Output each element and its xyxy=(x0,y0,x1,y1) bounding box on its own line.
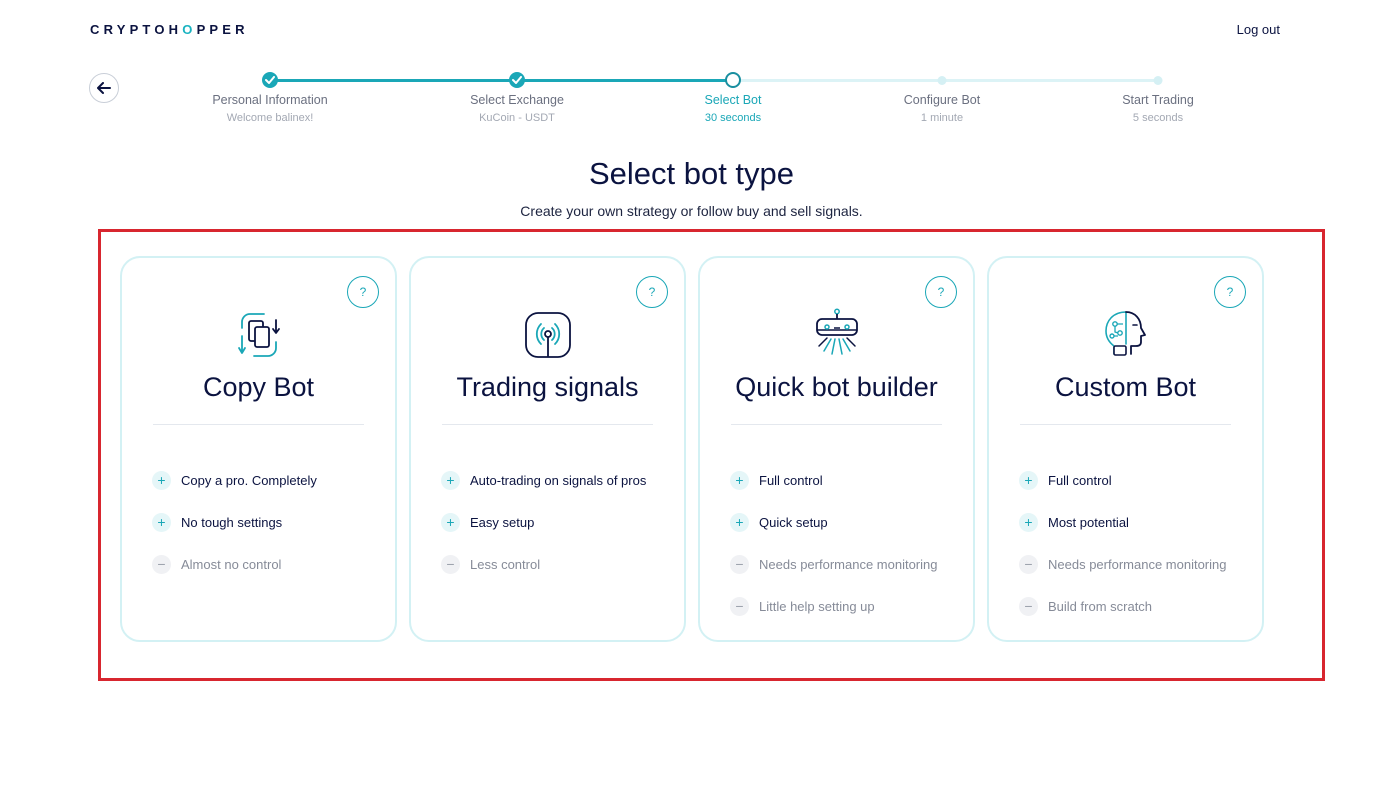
current-step-dot xyxy=(725,72,741,88)
card-divider xyxy=(731,424,942,425)
feature-text: Full control xyxy=(759,472,823,488)
card-title: Quick bot builder xyxy=(735,372,938,402)
feature-list: +Full control +Most potential −Needs per… xyxy=(1019,459,1226,627)
pending-step-dot xyxy=(937,76,947,85)
minus-icon: − xyxy=(441,554,460,574)
plus-icon: + xyxy=(1019,470,1038,490)
help-button[interactable]: ? xyxy=(636,276,668,308)
feature-list: + Auto-trading on signals of pros + Easy s… xyxy=(441,459,646,585)
feature-text: Almost no control xyxy=(181,556,282,572)
feature-pro: + Easy setup xyxy=(441,501,646,543)
feature-list: + Copy a pro. Completely + No tough settin… xyxy=(152,459,317,585)
feature-con: −Build from scratch xyxy=(1019,585,1226,627)
step-label: Select Exchange xyxy=(470,93,564,107)
copy-bot-icon xyxy=(237,313,280,357)
plus-icon: + xyxy=(730,512,749,532)
feature-text: Needs performance monitoring xyxy=(1048,556,1227,572)
logout-link[interactable]: Log out xyxy=(1236,22,1280,37)
minus-icon: − xyxy=(730,554,749,574)
feature-pro: + Full control xyxy=(730,459,937,501)
plus-icon: + xyxy=(1019,512,1038,532)
logo-prefix: CRYPTOH xyxy=(90,22,183,37)
step-label: Select Bot xyxy=(704,93,762,107)
progress-stepper: Personal Information Welcome balinex! Se… xyxy=(0,70,1383,130)
feature-list: +Full control +Quick setup −Needs perfor… xyxy=(730,459,937,627)
plus-icon: + xyxy=(152,512,171,532)
feature-pro: + Copy a pro. Completely xyxy=(152,459,317,501)
logo-suffix: PPER xyxy=(196,22,249,37)
card-title: Custom Bot xyxy=(1054,372,1197,402)
page-subtitle: Create your own strategy or follow buy a… xyxy=(520,203,863,219)
feature-text: Build from scratch xyxy=(1048,598,1153,614)
feature-text: Easy setup xyxy=(470,514,535,530)
card-title: Copy Bot xyxy=(202,372,315,402)
feature-con: −Needs performance monitoring xyxy=(730,543,937,585)
pending-step-dot xyxy=(1153,76,1163,85)
step-label: Start Trading xyxy=(1122,93,1194,107)
card-divider xyxy=(1020,424,1231,425)
plus-icon: + xyxy=(152,470,171,490)
feature-con: −Almost no control xyxy=(152,543,317,585)
minus-icon: − xyxy=(152,554,171,574)
step-sublabel: 1 minute xyxy=(920,112,964,124)
feature-text: Little help setting up xyxy=(759,598,875,614)
feature-con: −Needs performance monitoring xyxy=(1019,543,1226,585)
logo-o: O xyxy=(182,22,197,37)
feature-text: Copy a pro. Completely xyxy=(181,472,317,488)
feature-pro: + Auto-trading on signals of pros xyxy=(441,459,646,501)
stepper-track-complete xyxy=(270,79,733,82)
feature-pro: + Most potential xyxy=(1019,501,1226,543)
page-title: Select bot type xyxy=(588,156,795,191)
step-sublabel: Welcome balinex! xyxy=(226,112,314,124)
ai-head-icon xyxy=(1104,311,1146,356)
step-label: Personal Information xyxy=(212,93,328,107)
feature-text: Needs performance monitoring xyxy=(759,556,938,572)
plus-icon: + xyxy=(441,470,460,490)
feature-con: −Little help setting up xyxy=(730,585,937,627)
help-button[interactable]: ? xyxy=(1214,276,1246,308)
help-button[interactable]: ? xyxy=(925,276,957,308)
feature-text: No tough settings xyxy=(181,514,283,530)
card-divider xyxy=(442,424,653,425)
highlight-box xyxy=(98,229,1325,681)
feature-text: Full control xyxy=(1048,472,1112,488)
back-button[interactable] xyxy=(89,73,119,103)
feature-pro: + Full control xyxy=(1019,459,1226,501)
check-icon xyxy=(509,72,525,88)
cryptohopper-logo[interactable]: CRYPTOHOPPER xyxy=(90,22,249,37)
bot-card-custom-bot[interactable]: ? Custom Bot + Full control + Most potenti… xyxy=(987,256,1264,642)
minus-icon: − xyxy=(730,596,749,616)
bot-type-cards: ? Copy Bot + Copy a pro. Completely + No t… xyxy=(120,256,1264,642)
minus-icon: − xyxy=(1019,596,1038,616)
feature-text: Quick setup xyxy=(759,514,828,530)
step-sublabel: 5 seconds xyxy=(1132,112,1184,124)
card-divider xyxy=(153,424,364,425)
help-button[interactable]: ? xyxy=(347,276,379,308)
minus-icon: − xyxy=(1019,554,1038,574)
feature-pro: + Quick setup xyxy=(730,501,937,543)
robot-icon xyxy=(815,308,858,355)
signal-icon xyxy=(524,312,571,358)
feature-text: Less control xyxy=(470,556,541,572)
step-sublabel: 30 seconds xyxy=(704,112,762,124)
feature-pro: + No tough settings xyxy=(152,501,317,543)
plus-icon: + xyxy=(730,470,749,490)
arrow-left-icon xyxy=(97,82,111,94)
plus-icon: + xyxy=(441,512,460,532)
bot-card-quick-bot-builder[interactable]: ? Quick bot builder + Full control + Quick… xyxy=(698,256,975,642)
bot-card-copy-bot[interactable]: ? Copy Bot + Copy a pro. Completely + No t… xyxy=(120,256,397,642)
feature-con: −Less control xyxy=(441,543,646,585)
step-label: Configure Bot xyxy=(903,93,981,107)
step-sublabel: KuCoin - USDT xyxy=(479,112,555,124)
card-title: Trading signals xyxy=(456,372,639,402)
feature-text: Most potential xyxy=(1048,514,1129,530)
check-icon xyxy=(262,72,278,88)
bot-card-trading-signals[interactable]: ? Trading signals + Auto-trading on signa… xyxy=(409,256,686,642)
feature-text: Auto-trading on signals of pros xyxy=(470,472,647,488)
